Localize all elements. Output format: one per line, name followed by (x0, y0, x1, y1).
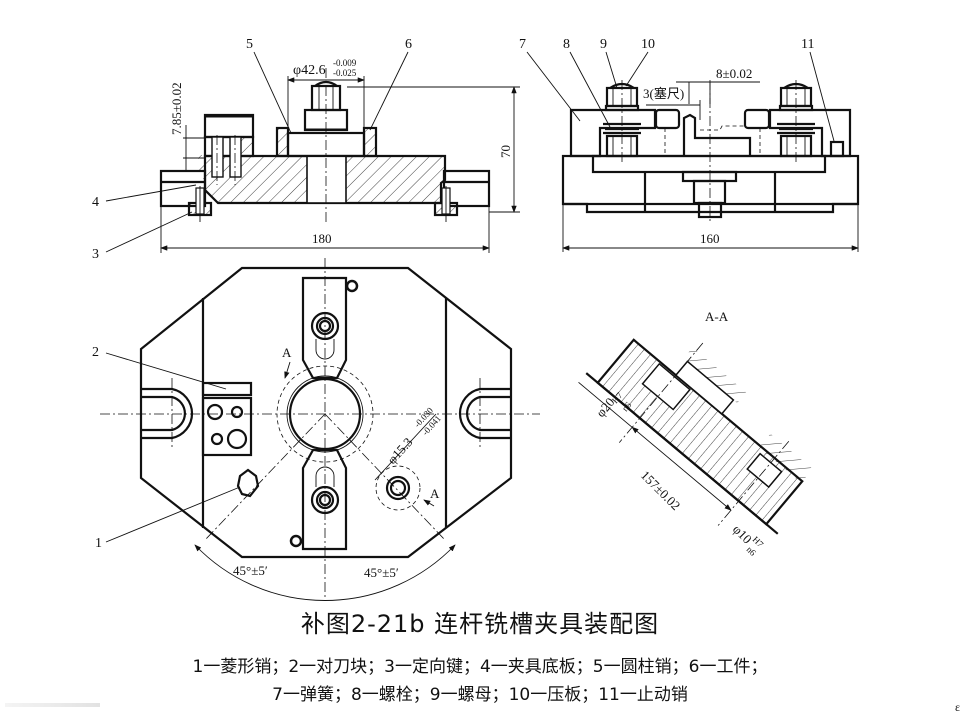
dim-offset: 8±0.02 (716, 66, 752, 81)
left-flange (159, 169, 207, 208)
locating-key-right (433, 186, 459, 222)
dim-angle-left: 45°±5′ (233, 563, 268, 578)
section-mark-a-lower: A (430, 486, 440, 501)
balloon-6: 6 (405, 37, 412, 52)
parts-legend-line-1: 1一菱形销；2一对刀块；3一定向键；4一夹具底板；5一圆柱销；6一工件； (192, 657, 768, 677)
dim-pin-diameter-lower: -0.025 (333, 68, 357, 78)
balloon-10: 10 (641, 37, 655, 52)
stop-pin-top (345, 279, 359, 293)
balloon-5: 5 (246, 37, 253, 52)
corner-mark: ε (954, 700, 960, 714)
dim-angle-right: 45°±5′ (364, 565, 399, 580)
front-view: φ42.6 -0.009 -0.025 7.85±0.02 70 180 5 6… (92, 37, 520, 262)
side-view: 8±0.02 3(塞尺) 160 7 8 9 10 11 (519, 37, 860, 252)
nut-spring-right (777, 80, 815, 165)
section-mark-a-upper: A (282, 345, 292, 360)
section-view-a-a: A-A φ20 H7 n6 157±0.02 φ10 H7 n6 (578, 309, 813, 558)
balloon-2: 2 (92, 345, 99, 360)
dim-front-width: 180 (312, 231, 332, 246)
balloon-7: 7 (519, 37, 526, 52)
nut-front (303, 80, 349, 132)
balloon-11: 11 (801, 37, 814, 52)
dim-pin-diameter-top: φ15.3 (384, 434, 415, 467)
nut-spring-left (603, 80, 641, 165)
balloon-1: 1 (95, 536, 102, 551)
dim-total-height: 70 (498, 145, 513, 158)
scan-artifact (5, 703, 100, 707)
clamp-plate-right (743, 108, 852, 158)
clamp-plate-left (569, 108, 681, 158)
balloon-3: 3 (92, 247, 99, 262)
dim-setting-height: 7.85±0.02 (169, 82, 184, 135)
balloon-8: 8 (563, 37, 570, 52)
dim-side-width: 160 (700, 231, 720, 246)
base-plate-outline (203, 154, 447, 205)
dim-small-bore: φ10 (730, 522, 755, 547)
setting-block (203, 113, 255, 185)
dim-center-distance: 157±0.02 (638, 468, 684, 514)
round-pin (385, 475, 411, 501)
locating-key-left (187, 186, 213, 222)
section-title: A-A (705, 309, 729, 324)
dim-feeler-gauge: 3(塞尺) (643, 86, 684, 101)
dim-pin-diameter: φ42.6 (293, 63, 326, 78)
cylindrical-pin (306, 155, 347, 204)
u-slot-left (141, 387, 194, 440)
dim-pin-diameter-upper: -0.009 (333, 58, 357, 68)
top-plate-outline (139, 266, 513, 559)
balloon-9: 9 (600, 37, 607, 52)
balloon-4: 4 (92, 195, 99, 210)
figure-caption: 补图2-21b 连杆铣槽夹具装配图 (300, 610, 660, 638)
setting-block-top (201, 381, 253, 457)
stop-pin-bottom (289, 534, 303, 548)
parts-legend-line-2: 7一弹簧；8一螺栓；9一螺母；10一压板；11一止动销 (272, 685, 688, 705)
stop-pin (829, 140, 845, 158)
right-flange (442, 169, 491, 208)
workpiece-side (682, 113, 752, 156)
top-view: A A φ15.3 -0.030 -0.041 45°±5′ 45°±5′ 2 … (92, 258, 540, 601)
u-slot-right (458, 387, 511, 440)
diamond-pin (236, 468, 260, 498)
clamp-top-lower (301, 448, 348, 551)
workpiece-front (275, 126, 378, 158)
clamp-top-upper (301, 276, 348, 380)
